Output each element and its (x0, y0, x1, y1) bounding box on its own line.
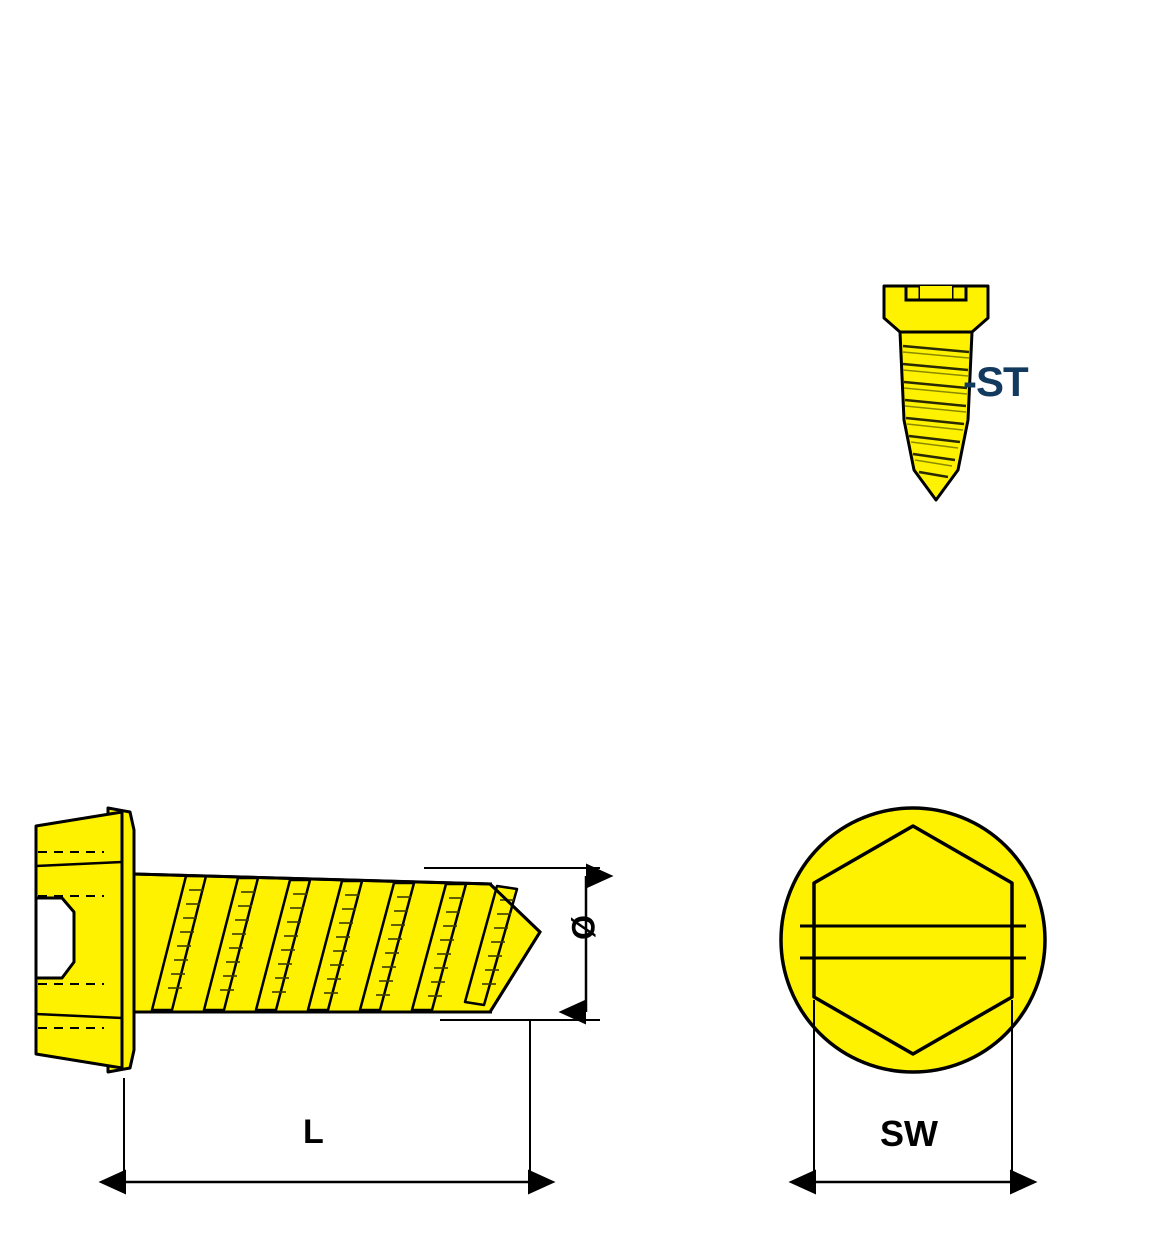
dimension-diameter (424, 863, 614, 1025)
dimension-length-label: L (303, 1113, 324, 1151)
screw-head-end-view (779, 806, 1047, 1074)
dimension-width-across-flats-label: SW (880, 1113, 938, 1154)
dimension-length (98, 1020, 556, 1195)
dimension-diameter-label: Ø (565, 915, 601, 940)
callout-screw-icon (882, 284, 990, 502)
screw-side-view (34, 806, 542, 1074)
dimension-width-across-flats (788, 1000, 1038, 1195)
callout-label-st: -ST (963, 358, 1029, 405)
